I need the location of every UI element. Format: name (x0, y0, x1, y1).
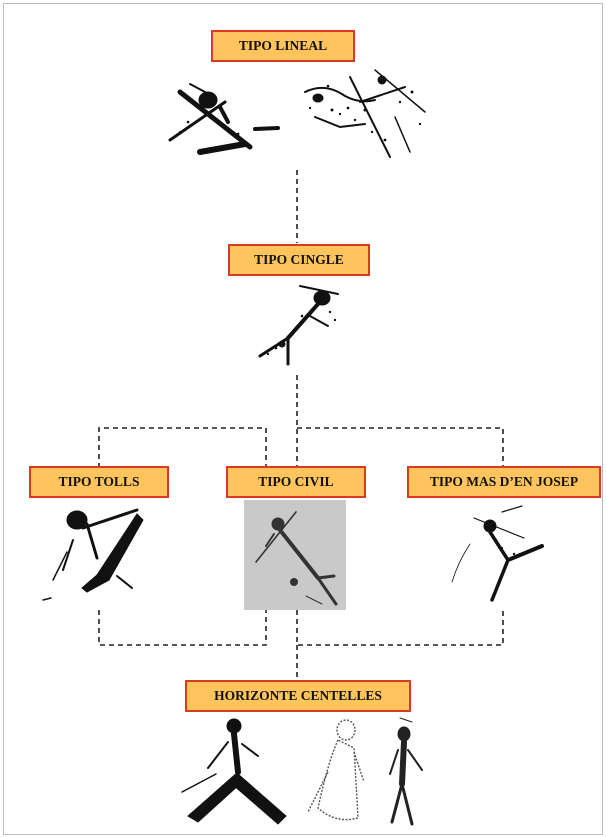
centelles-figures-image (168, 712, 440, 832)
node-centelles-label: HORIZONTE CENTELLES (185, 680, 411, 712)
connector-right-top (297, 427, 504, 468)
node-civil-label: TIPO CIVIL (226, 466, 366, 498)
node-tolls-label: TIPO TOLLS (29, 466, 169, 498)
node-cingle-label: TIPO CINGLE (228, 244, 370, 276)
node-masdenjosep-label: TIPO MAS D’EN JOSEP (407, 466, 601, 498)
tolls-figure-image (37, 500, 149, 610)
connector-right-bottom (296, 610, 504, 646)
node-lineal-label: TIPO LINEAL (211, 30, 355, 62)
connector-left-top (98, 427, 267, 468)
civil-figure-image (244, 500, 346, 610)
masdenjosep-figure-image (446, 504, 556, 608)
connector-left-bottom (98, 610, 267, 646)
cingle-figure-image (240, 276, 344, 376)
lineal-figures-image (150, 62, 440, 170)
